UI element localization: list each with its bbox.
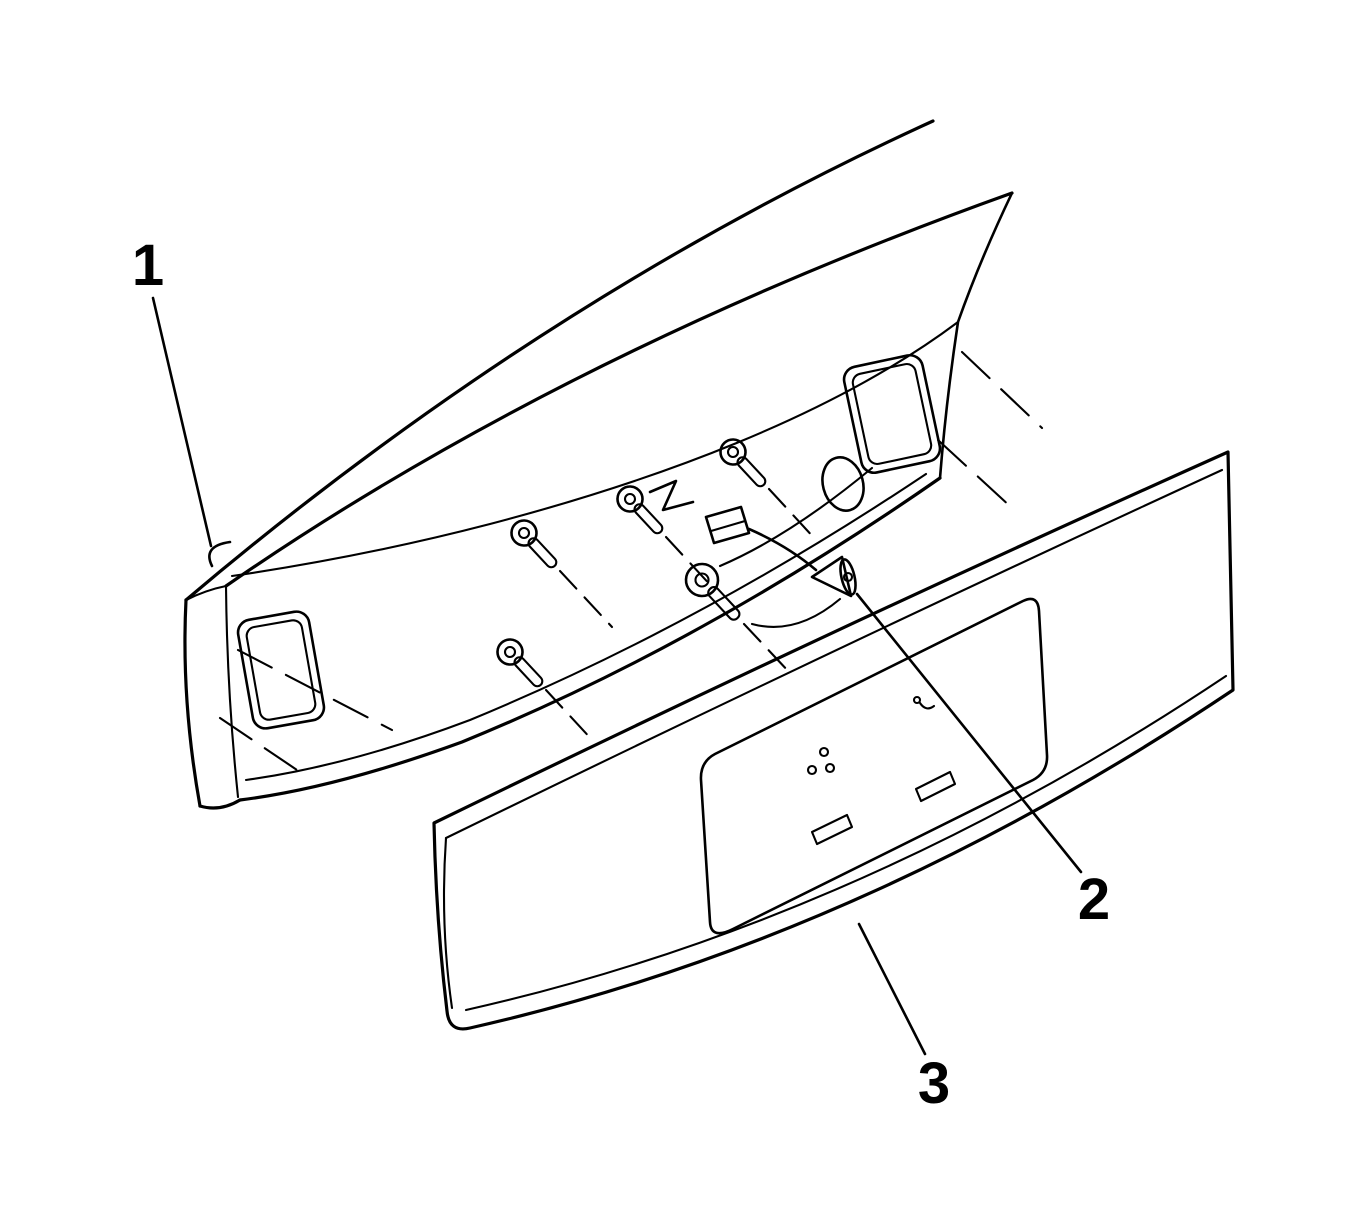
panel-hole: [818, 746, 830, 758]
lid-right-edge: [938, 191, 1014, 480]
projection-dash-left-upper: [236, 648, 394, 732]
clip-projection-dash: [558, 569, 614, 629]
lid-edge-detail-curl: [208, 540, 232, 568]
lid-inner-contour: [230, 320, 960, 578]
lid-oval-hole: [821, 456, 865, 512]
license-plate-recess: [699, 597, 1049, 935]
lid-right-opening: [842, 353, 942, 475]
fastener-clips: [496, 438, 818, 744]
lid-left-cap-bottom: [198, 798, 242, 810]
fastener-clip-large: [684, 562, 741, 621]
clip-projection-dash: [767, 487, 818, 542]
wire-lead: [747, 527, 818, 572]
lid-top-contour: [184, 119, 935, 602]
clip-projection-dash: [664, 535, 716, 591]
wiring-grommet-assembly: [648, 479, 857, 628]
wire-connector: [704, 505, 751, 545]
projection-dash-left-lower: [218, 716, 302, 774]
panel-clip-slot: [810, 813, 854, 846]
lid-inner-sweep: [718, 466, 874, 568]
panel-detail-curl: [918, 701, 936, 710]
projection-dash-right-lower: [936, 438, 1014, 510]
callout-label-3: 3: [917, 1051, 951, 1116]
panel-hole: [824, 762, 836, 774]
fastener-clip: [719, 438, 767, 488]
panel-inner-bottom-edge: [464, 674, 1228, 1012]
panel-inner-left-edge: [442, 836, 454, 1010]
wire-loop: [750, 597, 842, 628]
grommet-flange: [839, 558, 857, 596]
callout-leader-2: [855, 592, 1083, 874]
trunk-lid: [183, 119, 1044, 810]
panel-hole: [806, 764, 818, 776]
panel-detail-hole: [912, 695, 922, 705]
lid-lower-edge: [238, 476, 942, 802]
callout-leader-1: [151, 296, 213, 548]
wire-kink: [648, 479, 695, 512]
callout-leaders: [151, 296, 1083, 1056]
callout-label-1: 1: [131, 233, 165, 298]
fastener-clip: [496, 638, 544, 688]
lid-rear-face-contour: [224, 191, 1014, 588]
fastener-clip: [510, 519, 558, 569]
panel-clip-slot: [914, 770, 957, 803]
clip-projection-dash: [742, 622, 792, 675]
grommet-tip: [842, 571, 854, 583]
lid-lower-inner-edge: [244, 472, 928, 782]
callout-label-2: 2: [1077, 867, 1111, 932]
callout-leader-3: [857, 922, 927, 1056]
lid-left-cap-top: [184, 584, 228, 602]
fastener-clip: [616, 485, 664, 535]
grommet-cone: [810, 555, 853, 598]
panel-outline: [432, 450, 1235, 1031]
lid-left-cap-outer: [183, 598, 202, 808]
panel-inner-top-edge: [444, 468, 1224, 840]
clip-projection-dash: [544, 688, 596, 744]
wire-connector-seam: [709, 519, 747, 533]
lid-left-opening: [236, 610, 326, 730]
projection-dash-right-upper: [960, 350, 1044, 430]
lid-left-cap-fold: [224, 584, 240, 799]
applique-panel: [432, 450, 1235, 1031]
